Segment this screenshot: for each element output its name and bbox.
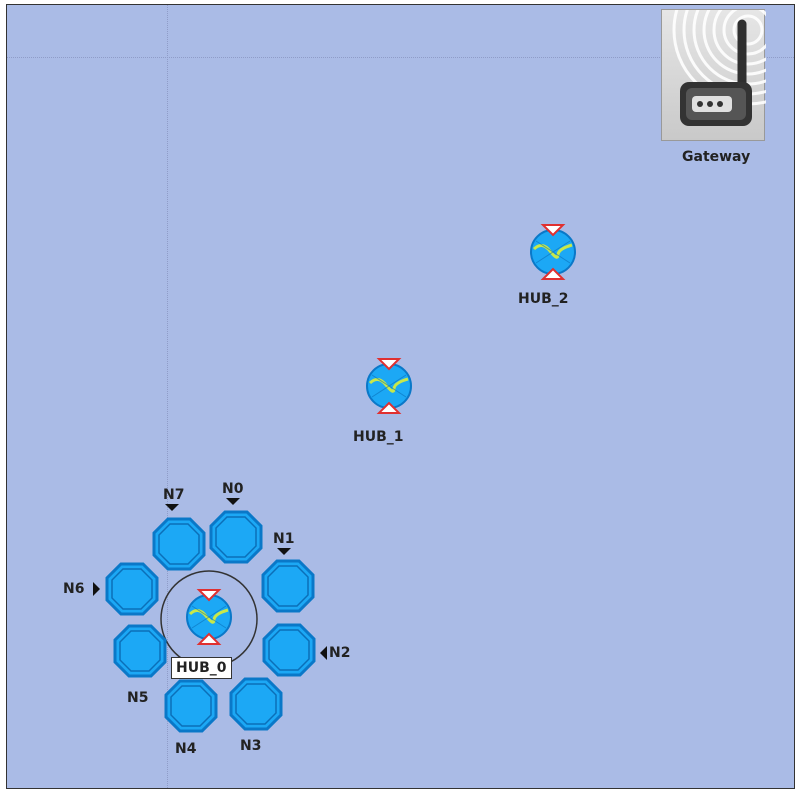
- octagon-node-icon: [209, 510, 263, 564]
- router-icon: [672, 5, 794, 126]
- network-canvas: Gateway HUB_2 HUB_1: [6, 4, 795, 789]
- octagon-node-icon: [261, 559, 315, 613]
- sensor-node-n5[interactable]: [112, 623, 168, 683]
- arrow-left-icon: [320, 646, 327, 660]
- sensor-label-n6: N6: [63, 581, 100, 597]
- sensor-node-n2[interactable]: [261, 622, 317, 682]
- octagon-node-icon: [262, 623, 316, 677]
- hub-node-hub1[interactable]: [360, 357, 418, 419]
- sensor-node-n1[interactable]: [260, 558, 316, 618]
- sensor-node-n3[interactable]: [228, 676, 284, 736]
- hub2-label: HUB_2: [518, 291, 569, 307]
- hub-node-hub0[interactable]: [180, 588, 238, 650]
- hub0-label: HUB_0: [171, 657, 232, 679]
- sensor-label-n1: N1: [273, 531, 294, 555]
- octagon-node-icon: [105, 562, 159, 616]
- arrow-down-icon: [165, 504, 179, 511]
- sensor-label-n2: N2: [319, 645, 350, 661]
- grid-line-vertical: [167, 5, 168, 788]
- sensor-node-n7[interactable]: [151, 516, 207, 576]
- sensor-node-n4[interactable]: [163, 678, 219, 738]
- octagon-node-icon: [152, 517, 206, 571]
- hub-icon: [366, 358, 412, 414]
- sensor-label-n5: N5: [127, 690, 149, 706]
- gateway-label: Gateway: [682, 149, 751, 165]
- hub-icon: [186, 589, 232, 645]
- octagon-node-icon: [229, 677, 283, 731]
- arrow-down-icon: [226, 498, 240, 505]
- gateway-node[interactable]: [661, 5, 794, 141]
- hub1-label: HUB_1: [353, 429, 404, 445]
- sensor-label-n3: N3: [240, 738, 262, 754]
- hub-icon: [530, 224, 576, 280]
- hub-node-hub2[interactable]: [524, 223, 582, 285]
- arrow-right-icon: [93, 582, 100, 596]
- sensor-node-n0[interactable]: [208, 509, 264, 569]
- grid-line-horizontal: [7, 57, 794, 58]
- sensor-label-n7: N7: [163, 487, 184, 511]
- arrow-down-icon: [277, 548, 291, 555]
- octagon-node-icon: [113, 624, 167, 678]
- sensor-node-n6[interactable]: [104, 561, 160, 621]
- octagon-node-icon: [164, 679, 218, 733]
- sensor-label-n4: N4: [175, 741, 197, 757]
- sensor-label-n0: N0: [222, 481, 243, 505]
